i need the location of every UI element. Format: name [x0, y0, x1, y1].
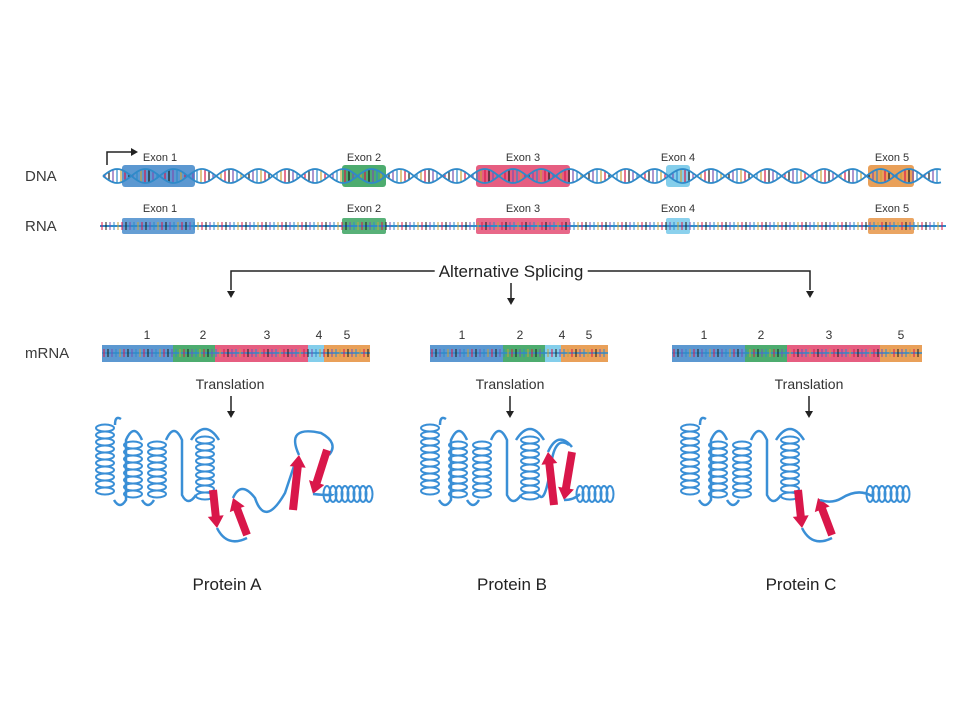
- mrna-isoforms: [102, 345, 922, 362]
- transcription-start-arrowhead: [131, 148, 138, 156]
- protein-a-helix-3: [147, 440, 168, 499]
- mrna-a-num-4: 4: [315, 328, 323, 342]
- dna-strand: [102, 148, 942, 187]
- dna-exon-5-label: Exon 5: [874, 152, 910, 164]
- dna-exon-4-label: Exon 4: [660, 152, 696, 164]
- protein-c-turn-1: [800, 527, 833, 543]
- rna-strand: [100, 218, 946, 234]
- translation-arrowhead-a: [227, 411, 235, 418]
- dna-exon-2-label: Exon 2: [346, 152, 382, 164]
- protein-b-c-helix: [575, 485, 615, 504]
- protein-b-n-terminus: [438, 416, 447, 426]
- dna-row-label: DNA: [25, 168, 57, 185]
- protein-c-loop-4: [819, 491, 873, 503]
- rna-exon-2-label: Exon 2: [346, 203, 382, 215]
- protein-c-loop-3: [774, 427, 806, 441]
- mrna-c-num-5: 5: [897, 328, 905, 342]
- translation-arrowhead-b: [506, 411, 514, 418]
- mrna-b-num-2: 2: [516, 328, 524, 342]
- protein-c-strand-1: [792, 489, 809, 528]
- translation-label-b: Translation: [475, 376, 545, 392]
- protein-c-n-terminus: [698, 416, 707, 426]
- protein-b-loop-2: [465, 429, 523, 507]
- protein-a-turn-1: [215, 527, 248, 543]
- protein-c-loop-2: [725, 429, 783, 507]
- protein-b-helix-3: [472, 440, 493, 499]
- rna-exon-4-label: Exon 4: [660, 203, 696, 215]
- translation-label-a: Translation: [195, 376, 265, 392]
- protein-b-helix-2: [448, 440, 469, 499]
- mrna-b-num-5: 5: [585, 328, 593, 342]
- protein-a-strand-1: [207, 489, 224, 528]
- protein-a-helix-2: [123, 440, 144, 499]
- protein-c-helix-3: [732, 440, 753, 499]
- protein-a-strand-3: [289, 455, 306, 511]
- splicing-arrowhead-2: [507, 298, 515, 305]
- protein-a-c-helix: [322, 485, 374, 504]
- rna-row-label: RNA: [25, 218, 57, 235]
- protein-b-loop-3: [514, 427, 546, 441]
- splicing-arrowhead-1: [227, 291, 235, 298]
- mrna-a-num-2: 2: [199, 328, 207, 342]
- protein-a-strand-2: [229, 498, 251, 537]
- protein-b-label: Protein B: [477, 575, 547, 594]
- protein-a-loop-4: [231, 462, 297, 513]
- mrna-b-num-1: 1: [458, 328, 466, 342]
- translation-arrowhead-c: [805, 411, 813, 418]
- protein-c-helix-4: [780, 435, 801, 501]
- mrna-row-label: mRNA: [25, 345, 70, 362]
- protein-a-loop-5: [312, 492, 335, 497]
- protein-b-helix-4: [520, 435, 541, 501]
- protein-c-label: Protein C: [765, 575, 837, 594]
- transcription-start-arrow: [106, 151, 132, 165]
- protein-a-strand-4: [309, 448, 331, 494]
- protein-b-strand-1: [541, 452, 558, 506]
- dna-exon-4-box: [666, 165, 690, 187]
- protein-b-turn-1: [546, 438, 573, 453]
- protein-c-helix-2: [708, 440, 729, 499]
- translation-arrows: [227, 396, 813, 418]
- protein-b-helix-1: [420, 423, 441, 496]
- protein-a-helix-1: [95, 423, 116, 496]
- dna-exon-1-label: Exon 1: [142, 152, 178, 164]
- dna-backbone-1: [102, 168, 942, 184]
- protein-b-loop-5: [563, 493, 581, 502]
- rna-exon-5-label: Exon 5: [874, 203, 910, 215]
- alternative-splicing-label: Alternative Splicing: [434, 262, 588, 282]
- mrna-b-num-4: 4: [558, 328, 566, 342]
- dna-backbone-2: [102, 168, 942, 184]
- splicing-arrowhead-3: [806, 291, 814, 298]
- protein-a-helix-4: [195, 435, 216, 501]
- rna-exon-3-label: Exon 3: [505, 203, 541, 215]
- mrna-c-num-1: 1: [700, 328, 708, 342]
- translation-label-c: Translation: [774, 376, 844, 392]
- mrna-a-num-3: 3: [263, 328, 271, 342]
- protein-structures: [95, 416, 911, 543]
- protein-a-loop-2: [140, 429, 198, 507]
- dna-exon-3-label: Exon 3: [505, 152, 541, 164]
- mrna-c-num-3: 3: [825, 328, 833, 342]
- protein-c-c-helix: [865, 485, 911, 504]
- mrna-a-num-1: 1: [143, 328, 151, 342]
- rna-exon-1-label: Exon 1: [142, 203, 178, 215]
- protein-c-helix-1: [680, 423, 701, 496]
- mrna-c-num-2: 2: [757, 328, 765, 342]
- protein-a-turn-2: [293, 430, 334, 456]
- protein-a-n-terminus: [113, 416, 122, 426]
- protein-b-strand-2: [558, 451, 576, 500]
- protein-a-label: Protein A: [192, 575, 262, 594]
- mrna-a-num-5: 5: [343, 328, 351, 342]
- protein-a-loop-3: [189, 427, 221, 441]
- protein-c-strand-2: [814, 498, 836, 537]
- dna-exon-2-box: [342, 165, 386, 187]
